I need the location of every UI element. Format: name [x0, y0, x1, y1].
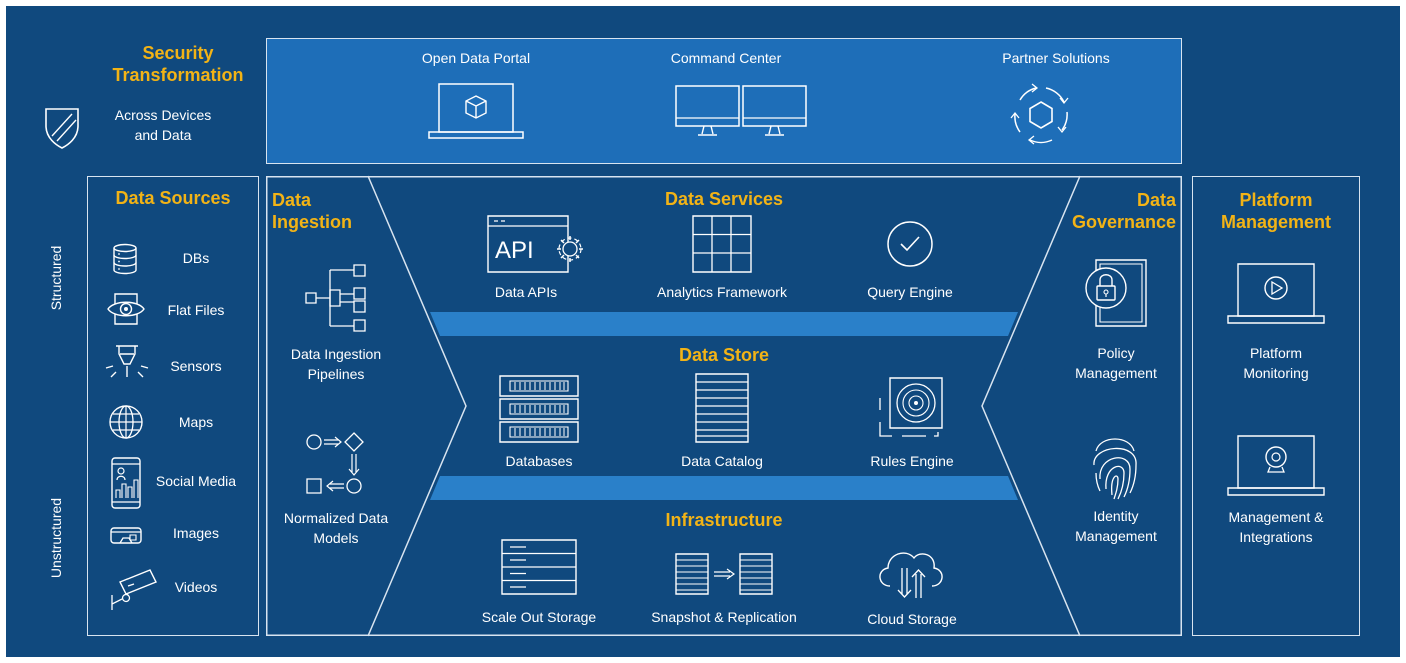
laptop-cube-icon: [426, 82, 526, 142]
ingestion-models-line1: Normalized Data: [283, 510, 389, 526]
source-label-social-media: Social Media: [155, 473, 237, 489]
dual-monitor-icon: [674, 84, 808, 140]
data-store-title: Data Store: [678, 345, 770, 365]
catalog-icon: [694, 372, 750, 444]
platform-integrations-line1: Management &: [1228, 509, 1324, 525]
laptop-play-icon: [1226, 262, 1326, 326]
phone-chart-icon: [110, 456, 142, 510]
platform-monitoring-line2: Monitoring: [1243, 365, 1309, 381]
central-frame: [266, 176, 1182, 636]
platform-management-title: Platform Management: [1192, 189, 1360, 233]
architecture-diagram: Security Transformation Across Devices a…: [6, 6, 1400, 657]
vr-headset-icon: [108, 524, 144, 548]
portal-label-open-data: Open Data Portal: [421, 50, 531, 66]
ingestion-label-pipelines: Data Ingestion Pipelines: [274, 344, 398, 384]
platform-integrations-line2: Integrations: [1239, 529, 1313, 545]
database-icon: [110, 243, 140, 275]
lock-document-icon: [1084, 258, 1148, 330]
ingestion-label-models: Normalized Data Models: [274, 508, 398, 548]
source-label-dbs: DBs: [182, 250, 210, 266]
infrastructure-title: Infrastructure: [665, 510, 783, 530]
platform-management-panel: [1192, 176, 1360, 636]
governance-policy-line1: Policy: [1097, 345, 1135, 361]
platform-label-monitoring: Platform Monitoring: [1212, 343, 1340, 383]
store-label-databases: Databases: [505, 453, 573, 469]
data-governance-title: Data Governance: [1066, 189, 1176, 233]
sensor-icon: [102, 344, 152, 380]
disc-target-icon: [878, 374, 946, 442]
ingestion-pipelines-line1: Data Ingestion: [290, 346, 382, 362]
infra-label-snapshot-replication: Snapshot & Replication: [651, 609, 797, 625]
data-sources-panel: [87, 176, 259, 636]
platform-title-line2: Management: [1220, 212, 1332, 232]
unstructured-label: Unstructured: [48, 497, 64, 579]
service-label-analytics-framework: Analytics Framework: [657, 284, 787, 300]
cloud-transfer-icon: [874, 544, 946, 600]
governance-identity-line2: Management: [1075, 528, 1157, 544]
fingerprint-icon: [1090, 431, 1140, 501]
data-sources-title: Data Sources: [115, 188, 231, 208]
portal-label-command-center: Command Center: [670, 50, 782, 66]
api-icon-text: API: [495, 237, 534, 264]
infra-label-scale-out-storage: Scale Out Storage: [481, 609, 597, 625]
flow-shapes-icon: [304, 430, 370, 498]
shield-icon: [42, 106, 82, 150]
data-ingestion-title-line1: Data: [272, 190, 312, 210]
structured-label: Structured: [48, 245, 64, 311]
security-title: Security Transformation: [98, 42, 258, 86]
check-circle-icon: [886, 220, 934, 268]
hexagon-cycle-icon: [1006, 80, 1076, 150]
source-label-sensors: Sensors: [170, 358, 222, 374]
service-label-data-apis: Data APIs: [494, 284, 558, 300]
data-governance-title-line1: Data: [1136, 190, 1176, 210]
ingestion-pipelines-line2: Pipelines: [307, 366, 365, 382]
flat-file-icon: [106, 291, 146, 327]
service-label-query-engine: Query Engine: [867, 284, 953, 300]
platform-title-line1: Platform: [1239, 190, 1313, 210]
portal-band: [266, 38, 1182, 164]
globe-icon: [108, 404, 144, 440]
governance-label-identity: Identity Management: [1056, 506, 1176, 546]
security-subtitle-line1: Across Devices: [114, 107, 212, 123]
governance-label-policy: Policy Management: [1056, 343, 1176, 383]
data-governance-title-line2: Governance: [1071, 212, 1176, 232]
platform-monitoring-line1: Platform: [1249, 345, 1303, 361]
data-services-title: Data Services: [664, 189, 784, 209]
source-label-images: Images: [173, 525, 219, 541]
server-rack-icon: [498, 374, 580, 444]
source-label-maps: Maps: [178, 414, 214, 430]
grid-icon: [691, 214, 753, 274]
api-gear-icon: [486, 214, 583, 278]
storage-icon: [500, 538, 578, 596]
security-title-line2: Transformation: [112, 65, 244, 85]
store-label-rules-engine: Rules Engine: [870, 453, 954, 469]
source-label-videos: Videos: [174, 579, 218, 595]
store-label-data-catalog: Data Catalog: [681, 453, 763, 469]
security-subtitle: Across Devices and Data: [98, 105, 228, 145]
data-ingestion-title-line2: Ingestion: [272, 212, 352, 232]
security-subtitle-line2: and Data: [134, 127, 192, 143]
governance-policy-line2: Management: [1075, 365, 1157, 381]
laptop-webcam-icon: [1226, 434, 1326, 498]
replication-icon: [674, 552, 774, 596]
source-label-flat-files: Flat Files: [167, 302, 225, 318]
infra-label-cloud-storage: Cloud Storage: [867, 611, 957, 627]
security-title-line1: Security: [142, 43, 214, 63]
platform-label-integrations: Management & Integrations: [1202, 507, 1350, 547]
data-ingestion-title: Data Ingestion: [272, 189, 352, 233]
ingestion-models-line2: Models: [313, 530, 359, 546]
security-camera-icon: [106, 568, 158, 610]
portal-label-partner-solutions: Partner Solutions: [1002, 50, 1110, 66]
pipeline-tree-icon: [304, 264, 368, 332]
governance-identity-line1: Identity: [1093, 508, 1139, 524]
